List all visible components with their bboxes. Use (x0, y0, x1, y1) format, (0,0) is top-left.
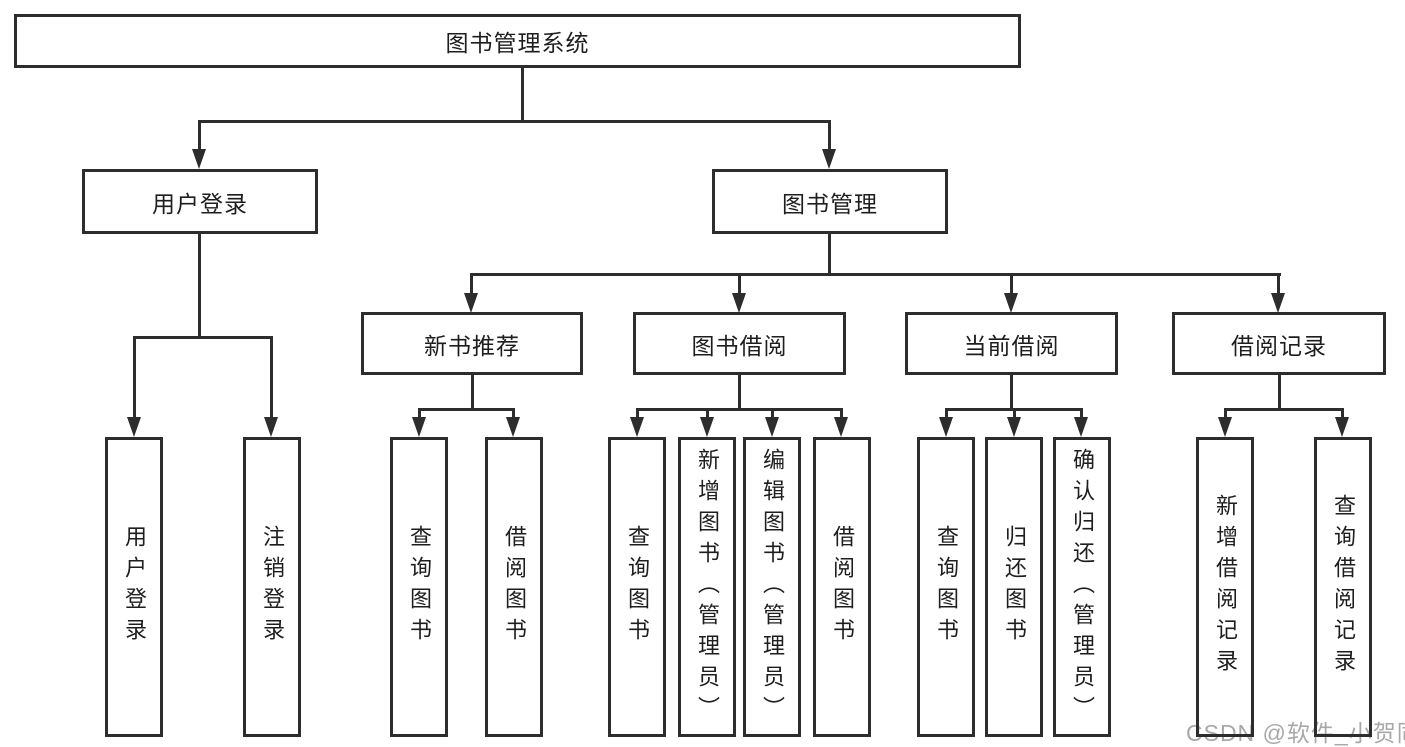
connector-line (521, 68, 524, 120)
connector-line (1080, 408, 1083, 418)
connector-line (1010, 273, 1013, 295)
node-user-login: 用户登录 (82, 169, 318, 234)
arrow-down-icon (127, 417, 141, 437)
arrow-down-icon (732, 293, 746, 313)
leaf-query-book: 查询图书 (917, 437, 975, 737)
leaf-add-borrow-record: 新增借阅记录 (1196, 437, 1254, 737)
node-book-management: 图书管理 (712, 169, 948, 234)
connector-line (198, 120, 831, 123)
leaf-confirm-return-admin: 确认归还（管理员） (1053, 437, 1111, 737)
connector-line (133, 336, 273, 339)
arrow-down-icon (939, 417, 953, 437)
leaf-return-book: 归还图书 (985, 437, 1043, 737)
connector-line (828, 120, 831, 151)
connector-line (706, 408, 709, 418)
arrow-down-icon (506, 417, 520, 437)
leaf-logout: 注销登录 (243, 437, 301, 737)
connector-line (840, 408, 843, 418)
leaf-edit-book-admin: 编辑图书（管理员） (743, 437, 801, 737)
connector-line (945, 408, 948, 418)
connector-line (1224, 408, 1344, 411)
arrow-down-icon (822, 149, 836, 169)
connector-line (418, 408, 421, 418)
connector-line (133, 336, 136, 417)
arrow-down-icon (264, 417, 278, 437)
arrow-down-icon (192, 149, 206, 169)
leaf-user-login: 用户登录 (105, 437, 163, 737)
node-book-borrowing: 图书借阅 (633, 312, 846, 375)
arrow-down-icon (412, 417, 426, 437)
connector-line (512, 408, 515, 418)
arrow-down-icon (765, 417, 779, 437)
connector-line (1224, 408, 1227, 418)
connector-line (636, 408, 639, 418)
node-borrowing-records: 借阅记录 (1172, 312, 1386, 375)
connector-line (1341, 408, 1344, 418)
connector-line (270, 336, 273, 417)
leaf-query-borrow-record: 查询借阅记录 (1314, 437, 1372, 737)
leaf-borrow-book: 借阅图书 (813, 437, 871, 737)
connector-line (636, 408, 843, 411)
arrow-down-icon (1218, 417, 1232, 437)
connector-line (470, 273, 1281, 276)
arrow-down-icon (1335, 417, 1349, 437)
connector-line (738, 375, 741, 408)
arrow-down-icon (1007, 417, 1021, 437)
leaf-query-book: 查询图书 (390, 437, 448, 737)
connector-line (470, 273, 473, 295)
connector-line (1278, 375, 1281, 408)
arrow-down-icon (700, 417, 714, 437)
leaf-borrow-book: 借阅图书 (485, 437, 543, 737)
node-current-borrowing: 当前借阅 (905, 312, 1118, 375)
arrow-down-icon (1074, 417, 1088, 437)
connector-line (471, 375, 474, 408)
connector-line (418, 408, 515, 411)
connector-line (1277, 273, 1280, 295)
arrow-down-icon (1004, 293, 1018, 313)
csdn-watermark: CSDN @软件_小贺同学 (1186, 720, 1405, 746)
connector-line (1013, 408, 1016, 418)
arrow-down-icon (834, 417, 848, 437)
connector-line (828, 234, 831, 273)
leaf-query-book: 查询图书 (608, 437, 666, 737)
connector-line (771, 408, 774, 418)
node-new-book-recommendation: 新书推荐 (361, 312, 583, 375)
node-book-management-system: 图书管理系统 (14, 14, 1021, 68)
arrow-down-icon (464, 293, 478, 313)
arrow-down-icon (1271, 293, 1285, 313)
connector-line (198, 234, 201, 336)
connector-line (1010, 375, 1013, 408)
arrow-down-icon (630, 417, 644, 437)
leaf-add-book-admin: 新增图书（管理员） (678, 437, 736, 737)
connector-line (198, 120, 201, 151)
connector-line (738, 273, 741, 295)
